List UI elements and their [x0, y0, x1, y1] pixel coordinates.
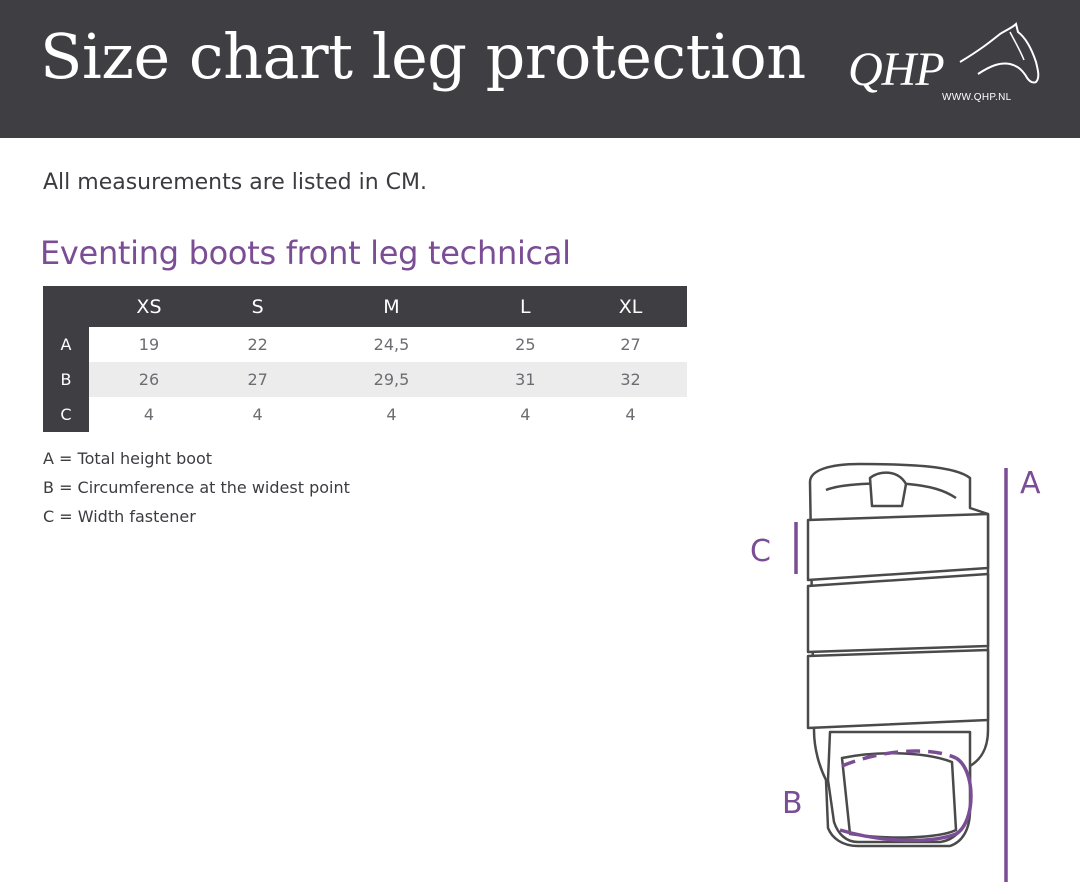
column-header: S: [208, 286, 307, 327]
table-corner-cell: [43, 286, 89, 327]
row-label: A: [43, 327, 89, 362]
horse-head-logo-icon: [959, 22, 1040, 84]
legend: A = Total height boot B = Circumference …: [43, 444, 350, 531]
logo-url: WWW.QHP.NL: [942, 92, 1012, 103]
table-cell: 19: [138, 335, 160, 354]
table-cell: 27: [208, 362, 307, 397]
table-cell: 4: [252, 405, 263, 424]
table-cell: 32: [574, 362, 687, 397]
table-row: A 19 22 24,5 25 27: [43, 327, 687, 362]
table-cell: 26: [89, 362, 209, 397]
table-row: C 4 4 4 4 4: [43, 397, 687, 432]
column-header: M: [306, 286, 477, 327]
header-bar: Size chart leg protection QHP WWW.QHP.NL: [0, 0, 1080, 138]
intro-text: All measurements are listed in CM.: [43, 170, 427, 195]
table-cell: 31: [476, 362, 575, 397]
legend-item: B = Circumference at the widest point: [43, 478, 350, 497]
legend-item: C = Width fastener: [43, 507, 196, 526]
label-b: B: [782, 786, 803, 821]
table-cell: 24,5: [373, 335, 410, 354]
table-cell: 4: [520, 405, 531, 424]
column-header: XS: [89, 286, 209, 327]
row-label: C: [43, 397, 89, 432]
label-a: A: [1020, 466, 1041, 501]
table-cell: 27: [620, 335, 641, 354]
table-cell: 25: [515, 335, 536, 354]
table-cell: 22: [247, 335, 268, 354]
table-cell: 4: [143, 405, 155, 424]
table-cell: 29,5: [306, 362, 477, 397]
column-header: L: [476, 286, 575, 327]
table-header-row: XS S M L XL: [43, 286, 687, 327]
column-header: XL: [574, 286, 687, 327]
page-title: Size chart leg protection: [40, 20, 806, 93]
qhp-logo: QHP WWW.QHP.NL: [840, 20, 1050, 110]
label-c: C: [750, 534, 771, 569]
section-title: Eventing boots front leg technical: [40, 234, 571, 272]
table-row: B 26 27 29,5 31 32: [43, 362, 687, 397]
row-label: B: [43, 362, 89, 397]
table-cell: 4: [386, 405, 397, 424]
table-cell: 4: [625, 405, 636, 424]
boot-illustration: [794, 462, 1008, 882]
logo-text: QHP: [848, 43, 945, 96]
size-table: XS S M L XL A 19 22 24,5 25 27 B 26 27 2…: [43, 286, 687, 432]
legend-item: A = Total height boot: [43, 449, 213, 468]
boot-diagram: A C B: [730, 450, 1070, 890]
